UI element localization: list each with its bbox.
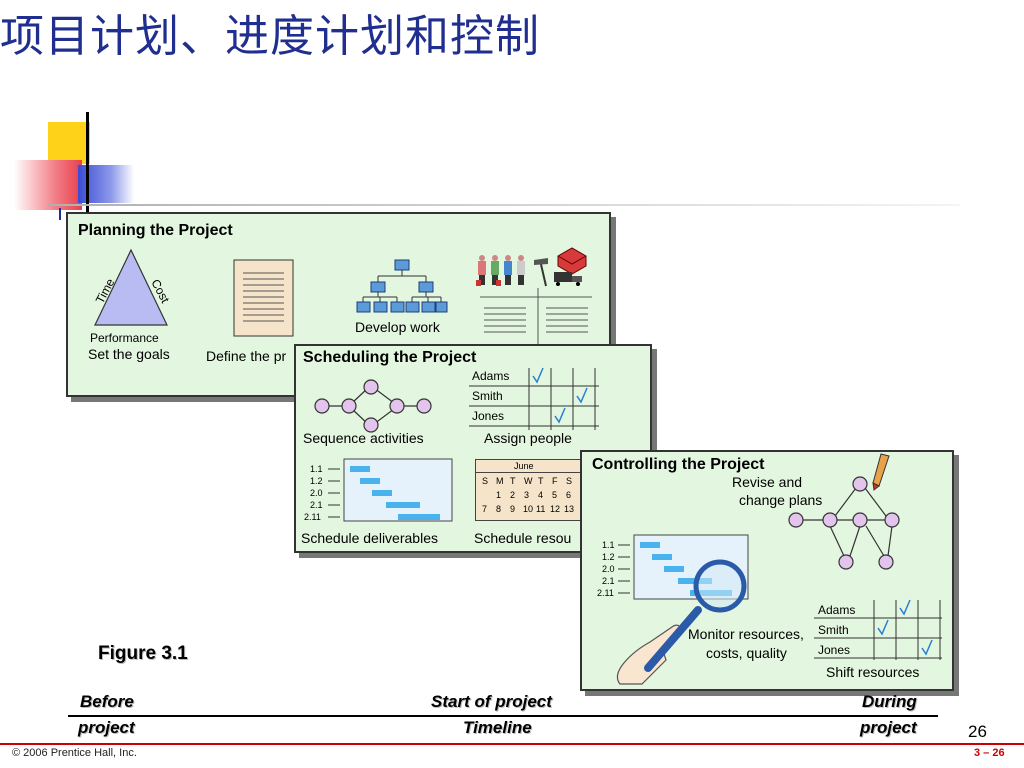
cal-date: 9 (510, 504, 516, 514)
schedule-resources-label: Schedule resou (474, 530, 572, 546)
ctrl-wbs-3: 2.0 (602, 564, 615, 574)
cal-day: S (566, 476, 573, 486)
cal-date: 8 (496, 504, 502, 514)
revise-line-1: Revise and (732, 474, 803, 490)
schedule-person-3: Jones (472, 409, 505, 423)
triangle-performance-label: Performance (90, 331, 159, 345)
cal-day: W (524, 476, 533, 486)
slide-reference: 3 – 26 (974, 747, 1005, 759)
control-person-2: Smith (818, 623, 849, 637)
document-icon (233, 259, 294, 337)
cal-day: F (552, 476, 558, 486)
monitor-line-1: Monitor resources, (688, 626, 804, 642)
ctrl-wbs-1: 1.1 (602, 540, 615, 550)
copyright-text: © 2006 Prentice Hall, Inc. (12, 747, 137, 759)
timeline-during-1: During (862, 692, 917, 711)
sched-wbs-4: 2.1 (310, 500, 323, 510)
cal-day: S (482, 476, 489, 486)
control-network-diagram (788, 476, 900, 570)
ctrl-wbs-4: 2.1 (602, 576, 615, 586)
june-calendar: June S M T W T F S 1 2 3 4 5 6 7 8 9 10 … (475, 459, 585, 521)
assign-people-label: Assign people (484, 430, 572, 446)
set-goals-label: Set the goals (88, 346, 170, 362)
cal-date: 7 (482, 504, 488, 514)
cal-date: 4 (538, 490, 544, 500)
timeline-axis (68, 715, 938, 717)
sched-wbs-3: 2.0 (310, 488, 323, 498)
control-person-1: Adams (818, 603, 856, 617)
revise-line-2: change plans (739, 492, 823, 508)
timeline-before-2: project (78, 718, 135, 737)
sched-wbs-1: 1.1 (310, 464, 323, 474)
gantt-chart (328, 458, 453, 522)
triangle-diagram (94, 248, 168, 326)
cal-date: 5 (552, 490, 558, 500)
calendar-month: June (514, 461, 534, 471)
controlling-title: Controlling the Project (592, 456, 765, 473)
schedule-person-2: Smith (472, 389, 503, 403)
timeline-before-1: Before (80, 692, 134, 711)
people-tools-icon (476, 247, 592, 358)
ctrl-wbs-5: 2.11 (597, 588, 614, 598)
cal-date: 2 (510, 490, 516, 500)
sched-wbs-5: 2.11 (304, 512, 321, 522)
scheduling-title: Scheduling the Project (303, 349, 477, 366)
controlling-panel: Controlling the Project Revise and chang… (580, 450, 954, 691)
cal-day: T (510, 476, 516, 486)
assign-grid (469, 367, 599, 430)
cal-day: T (538, 476, 544, 486)
sched-wbs-2: 1.2 (310, 476, 323, 486)
define-label: Define the pr (206, 348, 287, 364)
schedule-person-1: Adams (472, 369, 510, 383)
cal-date: 11 (536, 504, 546, 514)
pencil-icon (872, 453, 890, 491)
schedule-deliverables-label: Schedule deliverables (301, 530, 438, 546)
timeline-start: Start of project (431, 692, 552, 711)
figure-label: Figure 3.1 (98, 643, 188, 664)
planning-title: Planning the Project (78, 222, 233, 239)
cal-day: M (496, 476, 504, 486)
cal-date: 6 (566, 490, 572, 500)
footer-rule (0, 743, 1024, 745)
network-diagram (314, 379, 432, 433)
cal-date: 12 (550, 504, 561, 514)
sequence-label: Sequence activities (303, 430, 424, 446)
develop-work-label: Develop work (355, 319, 440, 335)
control-person-3: Jones (818, 643, 851, 657)
monitor-line-2: costs, quality (706, 645, 787, 661)
cal-date: 1 (496, 490, 502, 500)
magnifier-hand-icon (617, 559, 747, 685)
timeline-label: Timeline (463, 718, 532, 737)
shift-resources-grid (814, 599, 942, 660)
shift-resources-label: Shift resources (826, 664, 920, 680)
page-number: 26 (968, 722, 987, 741)
timeline-during-2: project (860, 718, 917, 737)
cal-date: 13 (564, 504, 575, 514)
ctrl-wbs-2: 1.2 (602, 552, 615, 562)
cal-date: 10 (523, 504, 534, 514)
cal-date: 3 (524, 490, 530, 500)
slide-title: 项目计划、进度计划和控制 (0, 11, 540, 62)
work-breakdown-icon (356, 259, 448, 313)
